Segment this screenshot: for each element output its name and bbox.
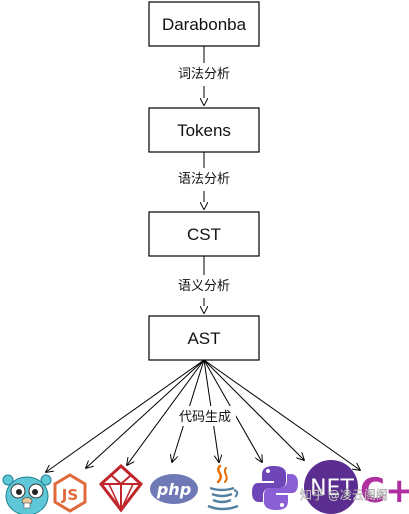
edge-semantic-label: 语义分析	[178, 279, 230, 294]
ruby-icon	[98, 463, 144, 513]
watermark-text: 知乎 @凌云阁阁	[300, 488, 388, 502]
dotnet-icon: NET	[304, 460, 358, 514]
cpp-icon-label: C++	[360, 471, 409, 511]
node-ast-label: AST	[187, 329, 220, 348]
arrow-to-go	[46, 359, 205, 472]
edge-codegen: 代码生成	[174, 406, 236, 426]
node-darabonba-label: Darabonba	[162, 15, 247, 34]
edge-lexical-analysis: 词法分析	[178, 46, 230, 105]
svg-text:JS: JS	[61, 486, 78, 504]
node-tokens: Tokens	[148, 107, 260, 153]
node-cst-label: CST	[187, 225, 221, 244]
node-ast: AST	[148, 315, 260, 361]
python-icon	[252, 466, 298, 510]
arrow-to-ruby	[127, 359, 205, 465]
arrow-to-dotnet	[203, 359, 304, 460]
edge-syntax-analysis: 语法分析	[178, 152, 230, 209]
php-icon: php	[150, 474, 198, 504]
edge-semantic-analysis: 语义分析	[178, 256, 230, 313]
dotnet-icon-label: NET	[310, 476, 354, 501]
nodejs-icon: JS	[53, 473, 87, 513]
arrow-to-cpp	[203, 359, 360, 470]
cpp-icon: C++	[360, 471, 409, 511]
php-icon-label: php	[156, 480, 191, 499]
java-icon	[207, 464, 239, 511]
watermark: 知乎 @凌云阁阁	[300, 488, 388, 502]
golang-gopher-icon	[2, 474, 52, 514]
edge-codegen-label: 代码生成	[179, 410, 231, 425]
node-cst: CST	[148, 211, 260, 257]
edge-lexical-label: 词法分析	[178, 67, 230, 82]
edge-syntax-label: 语法分析	[178, 172, 230, 187]
node-tokens-label: Tokens	[177, 121, 231, 140]
arrow-to-node	[86, 359, 205, 468]
node-darabonba: Darabonba	[148, 1, 260, 47]
